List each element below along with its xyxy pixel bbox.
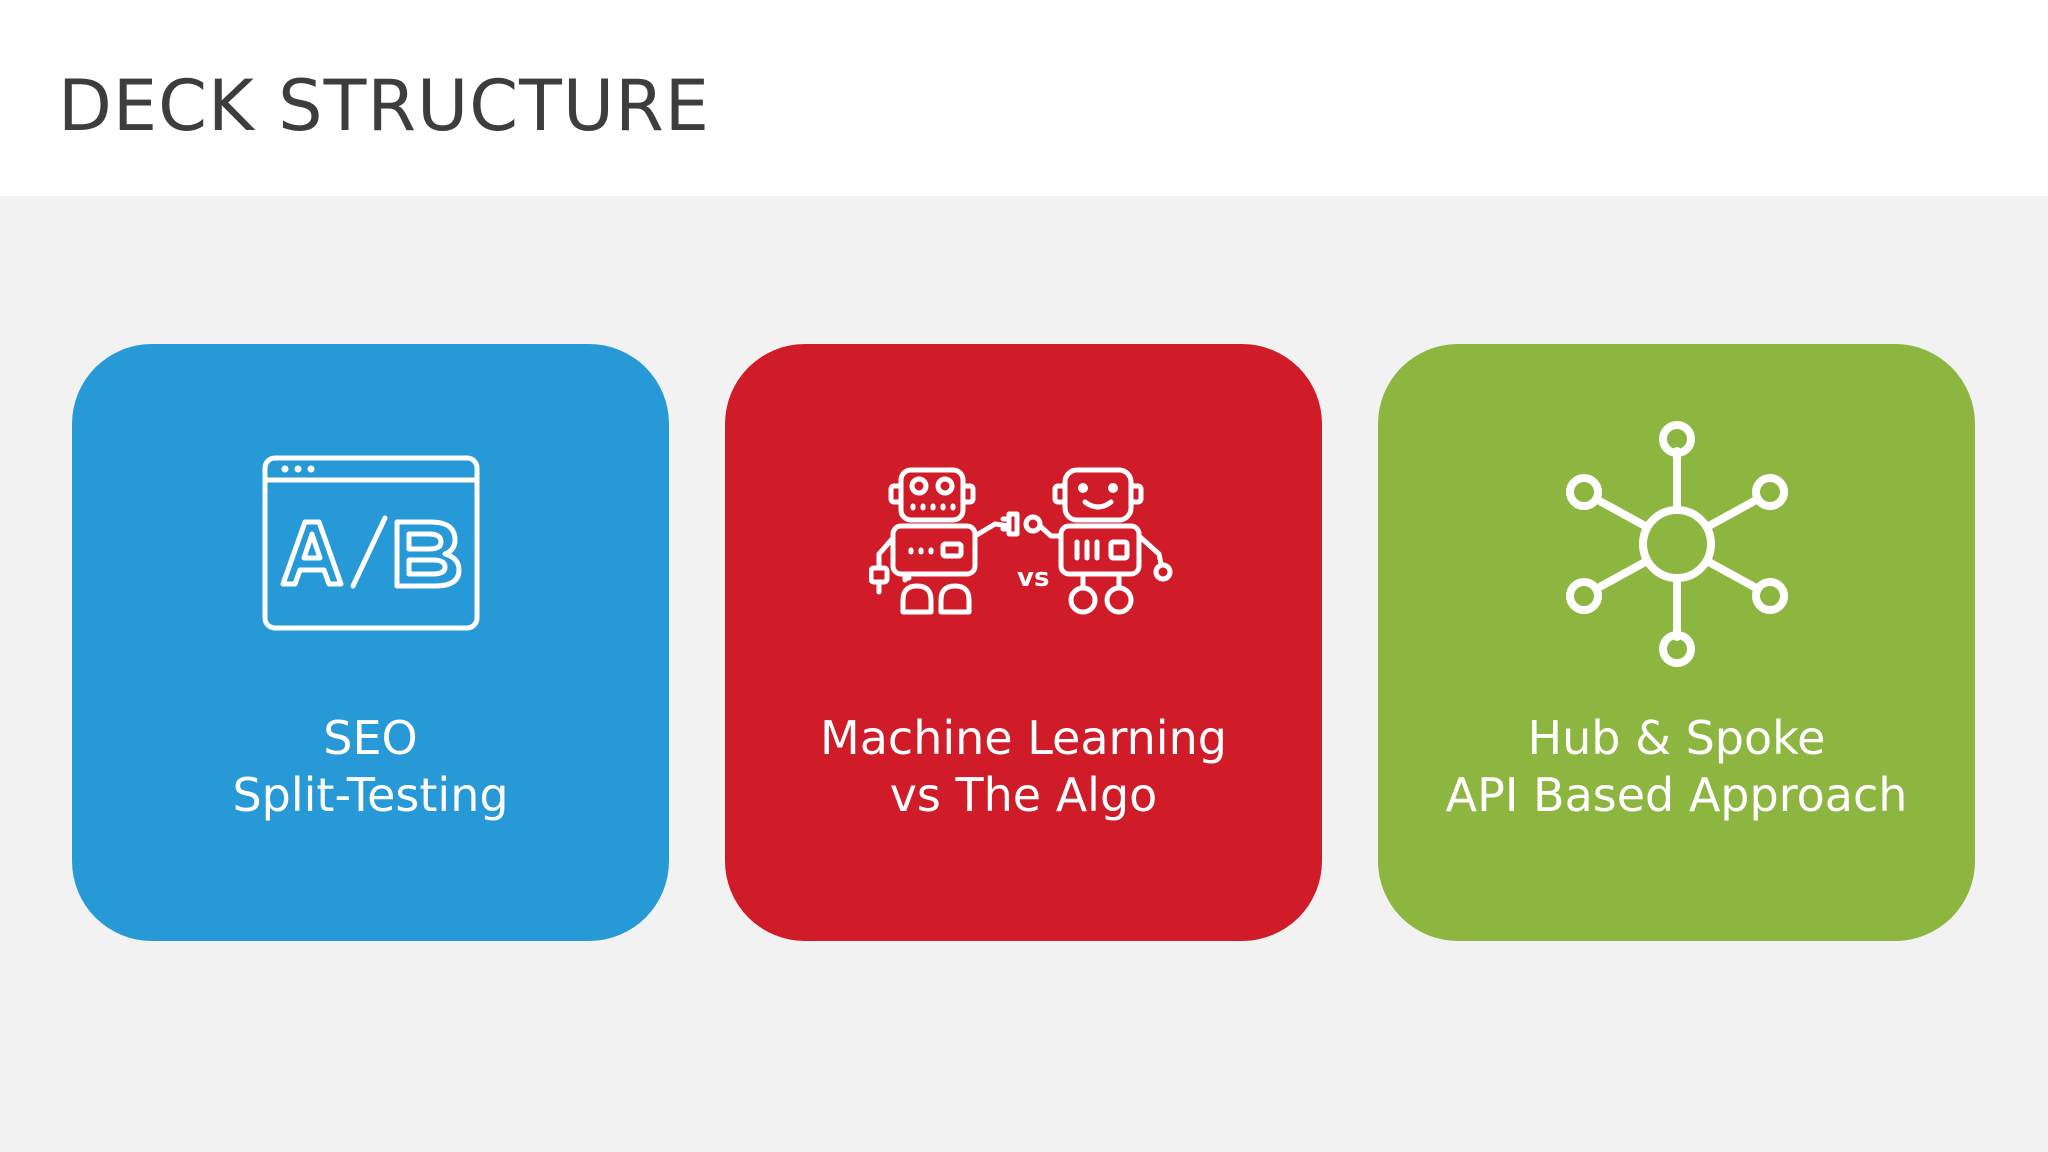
- card-label-line1: SEO: [323, 711, 418, 765]
- card-hub-spoke: Hub & Spoke API Based Approach: [1378, 344, 1975, 941]
- card-label-line1: Machine Learning: [820, 711, 1227, 765]
- slide-header: DECK STRUCTURE: [0, 0, 2048, 196]
- card-label-line2: Split-Testing: [232, 768, 509, 822]
- vs-text: vs: [1017, 563, 1049, 593]
- card-seo-split-testing: SEO Split-Testing: [72, 344, 669, 941]
- card-label-line2: vs The Algo: [889, 768, 1158, 822]
- robots-vs-icon: vs: [864, 414, 1184, 674]
- card-machine-learning: vs Machine Learning vs The Algo: [725, 344, 1322, 941]
- card-label: Machine Learning vs The Algo: [725, 710, 1322, 824]
- slide-body: SEO Split-Testing: [0, 196, 2048, 1152]
- ab-test-browser-icon: [211, 414, 531, 674]
- card-label: SEO Split-Testing: [72, 710, 669, 824]
- slide-title: DECK STRUCTURE: [58, 65, 710, 147]
- card-label-line2: API Based Approach: [1445, 768, 1908, 822]
- card-label: Hub & Spoke API Based Approach: [1378, 710, 1975, 824]
- card-label-line1: Hub & Spoke: [1527, 711, 1826, 765]
- hub-spoke-network-icon: [1517, 414, 1837, 674]
